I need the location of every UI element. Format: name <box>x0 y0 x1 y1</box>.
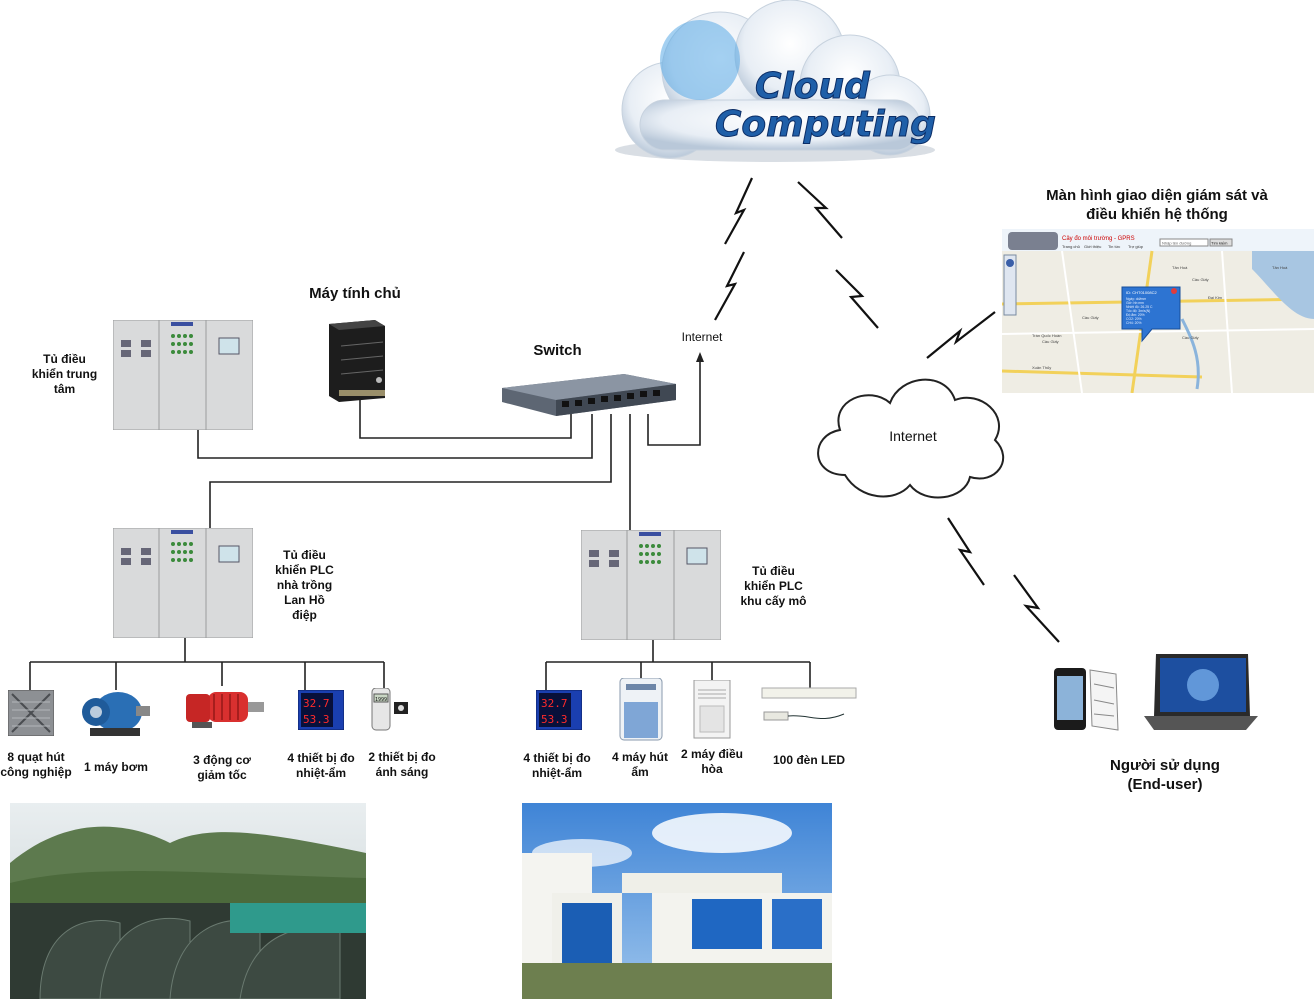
server-label: Máy tính chủ <box>309 285 401 302</box>
device-label-led: 100 đèn LED <box>772 753 846 767</box>
water-pump-icon <box>82 692 150 736</box>
dehumidifier-icon <box>619 678 663 741</box>
monitoring-interface-screenshot: Cây đo môi trường - GPRS Trang chủ Giới … <box>1002 229 1314 393</box>
orchid-meter-hum: 53.3 <box>303 713 330 726</box>
network-switch-icon <box>502 374 676 416</box>
screen-search-input: Nhập tên đường <box>1162 241 1191 246</box>
cloud-line2: Computing <box>715 104 936 145</box>
popup-line-7: CH4: 20% <box>1126 321 1141 325</box>
bolt-cloud-right-upper <box>797 181 843 239</box>
device-label-pump: 1 máy bơm <box>84 760 148 774</box>
device-label-dehumidifier: 4 máy hút ẩm <box>611 750 668 779</box>
bolt-cloud-right-lower <box>835 269 879 329</box>
device-label-ac: 2 máy điều hòa <box>680 747 744 776</box>
screen-nav-4: Trợ giúp <box>1128 244 1144 249</box>
end-user-devices-icon <box>1054 654 1258 731</box>
bolt-cloud-left-lower <box>714 251 745 321</box>
plc-tissue-cabinet-icon <box>581 530 721 640</box>
lab-building-photo <box>522 803 832 999</box>
bolt-cloud-left-upper <box>724 177 754 245</box>
map-label-9: Đại Kim <box>1208 295 1223 300</box>
temp-humidity-meter-icon: 32.7 53.3 <box>536 690 582 730</box>
industrial-fan-icon <box>8 690 54 736</box>
end-user-label: Người sử dụng (End-user) <box>1110 757 1220 793</box>
popup-title: ID: CHT01008C2 <box>1126 290 1157 295</box>
popup-line-3: Nhiệt độ: 26.25 C <box>1126 305 1153 309</box>
popup-line-6: CO2: 20% <box>1126 317 1142 321</box>
temp-humidity-meter-icon: 32.7 53.3 <box>298 690 344 730</box>
screen-search-button: Tìm kiếm <box>1211 241 1228 246</box>
switch-label: Switch <box>533 342 582 359</box>
screen-nav-3: Tin tức <box>1108 244 1120 249</box>
gear-motor-icon <box>186 692 264 728</box>
screen-nav-1: Trang chủ <box>1062 244 1080 249</box>
popup-close-icon <box>1171 288 1177 294</box>
device-label-motor: 3 động cơ giảm tốc <box>193 753 251 782</box>
air-conditioner-icon <box>693 680 731 739</box>
server-computer-icon <box>329 320 385 402</box>
wire-plc-orchid-to-switch <box>209 414 612 528</box>
internet-cloud-icon: Internet <box>817 378 1005 499</box>
tissue-meter-temp: 32.7 <box>541 697 568 710</box>
map-label-2: Cầu Giấy <box>1192 277 1209 282</box>
map-label-5: Cầu Giấy <box>1042 339 1059 344</box>
central-cabinet-label: Tủ điều khiển trung tâm <box>31 352 98 396</box>
map-label-3: Cầu Giấy <box>1082 315 1099 320</box>
internet-arrow-head <box>696 352 704 362</box>
internet-small-label: Internet <box>681 330 723 344</box>
popup-line-5: Độ ẩm: 20% <box>1126 313 1145 317</box>
bolt-internet-user-lower <box>1013 574 1060 643</box>
internet-cloud-label: Internet <box>889 428 937 444</box>
bolt-internet-user-upper <box>947 517 985 586</box>
device-label-fan: 8 quạt hút công nghiệp <box>0 750 72 779</box>
plc-orchid-label: Tủ điều khiển PLC nhà trồng Lan Hồ điệp <box>275 548 334 622</box>
device-label-orchid-meter: 4 thiết bị đo nhiệt-ẩm <box>287 751 355 780</box>
map-label-8: Tân Hoà <box>1272 265 1288 270</box>
wire-central-to-switch <box>197 414 593 459</box>
map-label-7: Cầu Giấy <box>1182 335 1199 340</box>
cloud-computing-icon: Cloud Computing <box>615 0 937 162</box>
tissue-meter-hum: 53.3 <box>541 713 568 726</box>
wire-switch-to-internet <box>647 360 701 446</box>
popup-line-2: Giờ: hh:mm <box>1126 301 1144 305</box>
map-label-6: Xuân Thủy <box>1032 365 1051 370</box>
popup-line-1: Ngày: dd/mm <box>1126 297 1146 301</box>
cloud-line1: Cloud <box>755 66 871 107</box>
popup-line-4: Tốc độ: 3m/s(N) <box>1126 309 1150 313</box>
screen-header: Cây đo môi trường - GPRS <box>1062 236 1135 242</box>
map-label-4: Trần Quốc Hoàn <box>1032 333 1061 338</box>
wire-server-to-switch <box>359 398 572 439</box>
led-light-icon <box>761 687 857 721</box>
device-label-tissue-meter: 4 thiết bị đo nhiệt-ẩm <box>523 751 591 780</box>
monitor-title: Màn hình giao diện giám sát và điều khiể… <box>1046 187 1268 223</box>
plc-tissue-label: Tủ điều khiển PLC khu cấy mô <box>740 564 807 608</box>
bolt-internet-monitor <box>926 311 996 359</box>
device-label-light-meter: 2 thiết bị đo ánh sáng <box>368 750 436 779</box>
light-meter-display: 1999 <box>375 697 387 703</box>
light-meter-icon: 1999 <box>371 688 408 731</box>
screen-nav-2: Giới thiệu <box>1084 244 1101 249</box>
map-label-1: Tân Hoà <box>1172 265 1188 270</box>
central-cabinet-icon <box>113 320 253 430</box>
plc-orchid-cabinet-icon <box>113 528 253 638</box>
orchid-meter-temp: 32.7 <box>303 697 330 710</box>
greenhouse-photo <box>10 803 366 999</box>
